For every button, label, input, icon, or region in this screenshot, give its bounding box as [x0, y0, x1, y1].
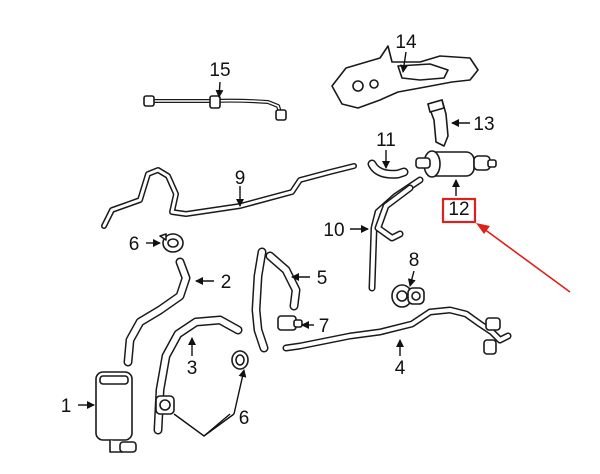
- label-3: 3: [187, 358, 198, 379]
- part-2-hose[interactable]: [123, 257, 191, 367]
- label-13: 13: [473, 114, 494, 135]
- label-15: 15: [209, 60, 230, 81]
- part-6-clamp-lower[interactable]: [155, 350, 249, 415]
- part-14-bracket[interactable]: [331, 45, 479, 109]
- label-7: 7: [319, 316, 330, 337]
- part-8-fitting[interactable]: [391, 284, 425, 308]
- part-1-canister[interactable]: [95, 371, 137, 453]
- label-9: 9: [235, 168, 246, 189]
- pointer-arrow-head: [476, 223, 490, 234]
- label-4: 4: [395, 358, 406, 379]
- part-10-pipe[interactable]: [368, 176, 424, 292]
- part-6-clamp-upper[interactable]: [159, 233, 184, 253]
- part-4-pipe[interactable]: [282, 306, 512, 355]
- part-7-fitting[interactable]: [277, 315, 303, 331]
- part-12-pump[interactable]: [415, 150, 497, 178]
- part-15-sensor-harness[interactable]: [143, 95, 287, 121]
- part-13-strap[interactable]: [427, 99, 449, 147]
- label-1: 1: [61, 396, 72, 417]
- label-5: 5: [317, 268, 328, 289]
- label-6-lower: 6: [239, 408, 250, 429]
- part-9-tube[interactable]: [101, 163, 357, 229]
- part-11-hose[interactable]: [367, 159, 409, 179]
- part-5-hose[interactable]: [251, 247, 301, 353]
- part-3-hose[interactable]: [153, 315, 243, 435]
- label-10: 10: [323, 220, 344, 241]
- label-2: 2: [221, 272, 232, 293]
- highlight-box-12: [441, 197, 477, 224]
- label-14: 14: [395, 32, 417, 53]
- label-8: 8: [409, 250, 420, 271]
- pointer-arrow-line: [479, 225, 571, 293]
- label-12: 12: [448, 199, 469, 220]
- label-11: 11: [376, 130, 396, 151]
- label-6-upper: 6: [129, 234, 140, 255]
